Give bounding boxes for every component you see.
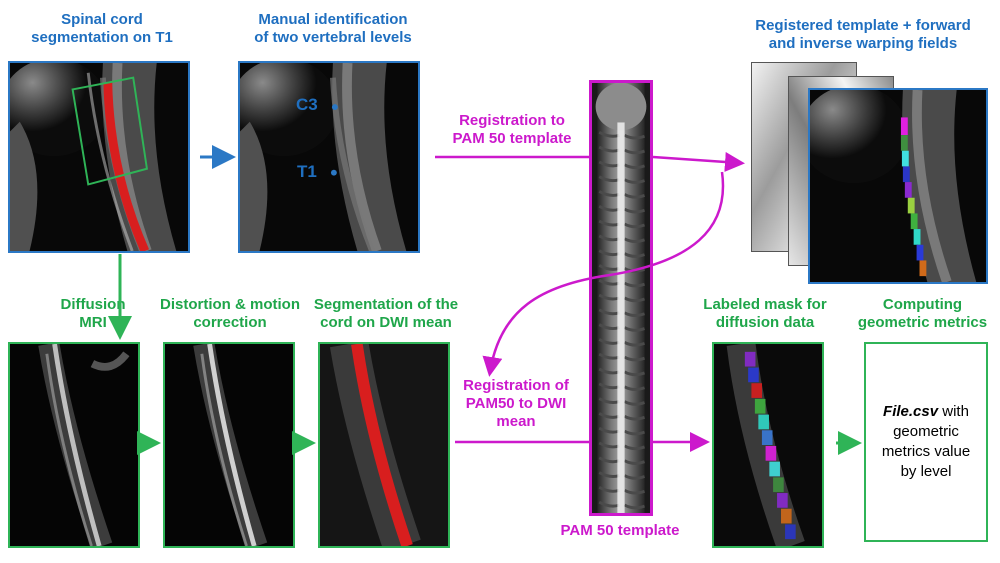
label-diffusion-mri: Diffusion MRI bbox=[60, 296, 126, 331]
dwi-image bbox=[10, 344, 138, 546]
t1-image bbox=[10, 63, 188, 251]
label-segmentation-dwi: Segmentation of the cord on DWI mean bbox=[313, 296, 459, 331]
label-t1-segmentation: Spinal cord segmentation on T1 bbox=[31, 11, 173, 46]
panel-pam50-template bbox=[589, 80, 653, 516]
crop-box bbox=[71, 76, 149, 186]
label-registration-to-pam50: Registration to PAM 50 template bbox=[452, 112, 572, 147]
panel-manual-identification bbox=[238, 61, 420, 253]
panel-labeled-mask bbox=[712, 342, 824, 548]
label-registration-pam50-to-dwi: Registration of PAM50 to DWI mean bbox=[463, 377, 569, 430]
label-manual-identification: Manual identification of two vertebral l… bbox=[254, 11, 412, 46]
panel-t1-segmentation bbox=[8, 61, 190, 253]
label-computing-metrics: Computing geometric metrics bbox=[857, 296, 988, 331]
dwi-corrected-image bbox=[165, 344, 293, 546]
panel-distortion-correction bbox=[163, 342, 295, 548]
panel-diffusion-mri bbox=[8, 342, 140, 548]
label-registered-template: Registered template + forward and invers… bbox=[755, 17, 971, 52]
result-file-box: File.csv with geometric metrics value by… bbox=[864, 342, 988, 542]
label-pam50-template: PAM 50 template bbox=[560, 522, 680, 539]
dwi-cord-mask bbox=[351, 344, 413, 546]
dwi-mean-segmentation-image bbox=[320, 344, 448, 546]
labeled-mask-image bbox=[714, 344, 822, 546]
panel-segmentation-dwi bbox=[318, 342, 450, 548]
c3-marker bbox=[331, 104, 338, 110]
t1-image-labels bbox=[240, 63, 418, 251]
panel-registered-template bbox=[808, 88, 988, 284]
registered-labels-image bbox=[810, 90, 986, 282]
arrow-pam-to-registered bbox=[652, 151, 745, 172]
result-text: File.csv with geometric metrics value by… bbox=[881, 403, 971, 480]
label-distortion-correction: Distortion & motion correction bbox=[160, 296, 300, 331]
vertebral-label-c3: C3 bbox=[296, 95, 318, 114]
cord-segmentation-mask bbox=[103, 82, 149, 251]
result-filename: File.csv bbox=[883, 403, 939, 420]
t1-marker bbox=[330, 169, 337, 176]
vertebral-label-t1: T1 bbox=[297, 162, 317, 181]
label-labeled-mask: Labeled mask for diffusion data bbox=[703, 296, 827, 331]
pam50-image bbox=[592, 83, 650, 513]
